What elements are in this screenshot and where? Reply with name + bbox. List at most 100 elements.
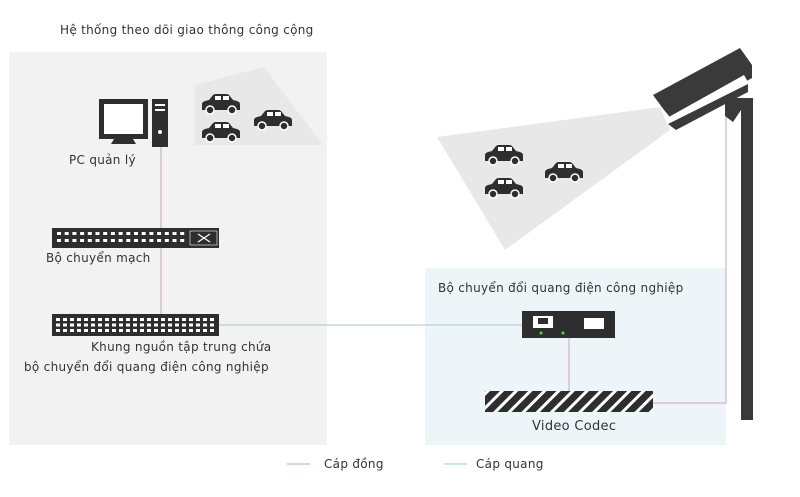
port xyxy=(134,239,138,242)
port xyxy=(175,329,179,332)
port xyxy=(175,323,179,327)
field-site-panel xyxy=(425,268,726,445)
port xyxy=(126,323,130,327)
port xyxy=(56,318,60,321)
computer-icon xyxy=(99,99,168,147)
port xyxy=(56,329,60,332)
port xyxy=(157,232,162,235)
port xyxy=(154,318,158,321)
port xyxy=(133,323,137,327)
chassis-label-line1: Khung nguồn tập trung chứa xyxy=(91,340,272,354)
port xyxy=(189,318,193,321)
port xyxy=(140,329,144,332)
port xyxy=(110,239,115,242)
port xyxy=(91,329,95,332)
port xyxy=(70,329,74,332)
port xyxy=(126,318,130,321)
port xyxy=(105,329,109,332)
port xyxy=(182,329,186,332)
legend-copper-label: Cáp đồng xyxy=(324,457,384,471)
port xyxy=(126,239,131,242)
port xyxy=(189,323,193,327)
port xyxy=(168,329,172,332)
port xyxy=(103,232,108,235)
port xyxy=(110,232,115,235)
port xyxy=(77,323,81,327)
port xyxy=(91,323,95,327)
port xyxy=(84,323,88,327)
port xyxy=(119,323,123,327)
port xyxy=(57,239,61,242)
port xyxy=(172,239,177,242)
port xyxy=(164,239,169,242)
port xyxy=(95,239,100,242)
port xyxy=(161,329,165,332)
port xyxy=(189,329,193,332)
media-converter-icon xyxy=(522,311,615,338)
port xyxy=(70,323,74,327)
port xyxy=(157,239,162,242)
port xyxy=(196,329,200,332)
port xyxy=(87,232,92,235)
codec-label: Video Codec xyxy=(532,419,617,434)
port xyxy=(149,232,154,235)
port xyxy=(105,323,109,327)
network-switch-icon xyxy=(52,228,219,248)
port xyxy=(63,329,67,332)
port xyxy=(98,323,102,327)
port xyxy=(112,329,116,332)
port xyxy=(154,323,158,327)
port xyxy=(64,239,69,242)
port xyxy=(164,232,169,235)
port xyxy=(210,323,214,327)
chassis-icon xyxy=(52,314,219,336)
port xyxy=(175,318,179,321)
port xyxy=(105,318,109,321)
port xyxy=(140,323,144,327)
port xyxy=(63,318,67,321)
port xyxy=(182,318,186,321)
port xyxy=(147,318,151,321)
port xyxy=(72,232,77,235)
cctv-camera-icon xyxy=(653,48,753,420)
port xyxy=(112,318,116,321)
port xyxy=(63,323,67,327)
port xyxy=(149,239,154,242)
video-codec-icon xyxy=(485,391,653,412)
port xyxy=(119,318,123,321)
copper-cable-codec-camera xyxy=(653,116,727,404)
port xyxy=(72,239,77,242)
port xyxy=(140,318,144,321)
port xyxy=(203,318,207,321)
port xyxy=(91,318,95,321)
port xyxy=(133,329,137,332)
port xyxy=(98,329,102,332)
pc-label: PC quản lý xyxy=(69,153,136,167)
port xyxy=(98,318,102,321)
port xyxy=(133,318,137,321)
port xyxy=(118,232,123,235)
port xyxy=(203,329,207,332)
port xyxy=(182,323,186,327)
port xyxy=(180,232,185,235)
port xyxy=(203,323,207,327)
port xyxy=(168,318,172,321)
port xyxy=(196,318,200,321)
port xyxy=(141,239,146,242)
port xyxy=(154,329,158,332)
port xyxy=(84,329,88,332)
port xyxy=(87,239,92,242)
port xyxy=(95,232,100,235)
port xyxy=(147,323,151,327)
port xyxy=(141,232,146,235)
port xyxy=(161,323,165,327)
port xyxy=(147,329,151,332)
port xyxy=(77,329,81,332)
port xyxy=(64,232,69,235)
diagram-title: Hệ thống theo dõi giao thông công cộng xyxy=(60,23,314,37)
port xyxy=(70,318,74,321)
chassis-label-line2: bộ chuyển đổi quang điện công nghiệp xyxy=(24,360,269,374)
port xyxy=(112,323,116,327)
port xyxy=(80,232,85,235)
port xyxy=(172,232,177,235)
